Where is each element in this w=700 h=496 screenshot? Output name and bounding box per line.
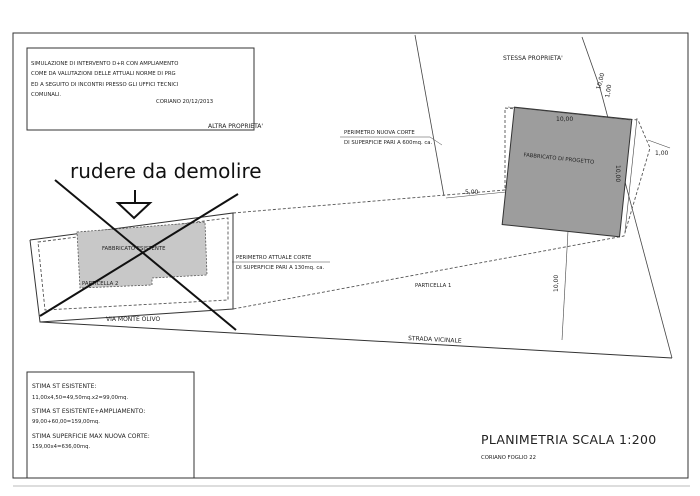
dim-10-top: 10,00 <box>556 116 573 123</box>
parcel-strip <box>29 212 234 323</box>
dim-line-5 <box>445 191 507 199</box>
label-particella-2: PARTICELLA 2 <box>82 281 118 287</box>
boundary-diagonal <box>414 34 445 197</box>
dim-10-right: 10,00 <box>614 165 621 182</box>
note-new-perimeter-1: PERIMETRO NUOVA CORTE <box>344 130 415 136</box>
label-stessa-proprieta: STESSA PROPRIETA' <box>503 55 563 62</box>
label-particella-1: PARTICELLA 1 <box>415 283 451 289</box>
estimates-box <box>26 371 195 479</box>
dim-line-10-vertical <box>561 230 569 341</box>
handwritten-note: rudere da demolire <box>70 159 262 183</box>
label-via-monte-olivo: VIA MONTE OLIVO <box>106 316 160 323</box>
cross-out-line-2 <box>39 193 239 317</box>
leader-new-perimeter-tip <box>429 136 443 146</box>
estimate-1-title: STIMA ST ESISTENTE: <box>32 383 96 390</box>
project-building <box>501 106 633 238</box>
header-note-line-1: SIMULAZIONE DI INTERVENTO D+R CON AMPLIA… <box>31 61 178 67</box>
dim-10-corner: 10,00 <box>595 72 606 91</box>
note-existing-perimeter-1: PERIMETRO ATTUALE CORTE <box>236 255 312 261</box>
header-note-line-2: COME DA VALUTAZIONI DELLE ATTUALI NORME … <box>31 71 176 77</box>
estimate-3-title: STIMA SUPERFICIE MAX NUOVA CORTE: <box>32 433 150 440</box>
dim-line-top <box>507 106 631 121</box>
handwritten-arrow-head <box>115 202 153 220</box>
header-note-box <box>26 47 255 131</box>
sheet-border <box>12 32 689 479</box>
road-edge <box>39 321 673 359</box>
label-altra-proprieta: ALTRA PROPRIETA' <box>208 123 263 130</box>
label-existing-building: FABBRICATO ESISTENTE <box>102 246 166 252</box>
existing-building <box>76 221 208 289</box>
cross-out-line-1 <box>54 179 237 331</box>
label-strada-vicinale: STRADA VICINALE <box>408 335 462 345</box>
dim-line-1-right <box>647 139 671 149</box>
dim-1-right: 1,00 <box>655 150 669 157</box>
header-note-line-4: COMUNALI. <box>31 92 61 98</box>
plan-title: PLANIMETRIA SCALA 1:200 <box>481 432 657 447</box>
estimate-2-title: STIMA ST ESISTENTE+AMPLIAMENTO: <box>32 408 145 415</box>
dim-10-vertical: 10,00 <box>553 275 560 292</box>
plan-subtitle: CORIANO FOGLIO 22 <box>481 455 536 461</box>
dim-1-top: 1,00 <box>604 84 613 99</box>
estimate-1-calc: 11,00x4,50=49,50mq.x2=99,00mq. <box>32 395 129 401</box>
dim-line-right <box>624 117 638 233</box>
dim-5: 5,00 <box>465 189 479 196</box>
header-note-date: CORIANO 20/12/2013 <box>156 99 213 105</box>
note-new-perimeter-2: DI SUPERFICIE PARI A 600mq. ca. <box>344 140 433 146</box>
note-existing-perimeter-2: DI SUPERFICIE PARI A 130mq. ca. <box>236 265 325 271</box>
estimate-3-calc: 159,00x4=636,00mq. <box>32 444 91 450</box>
header-note-line-3: ED A SEGUITO DI INCONTRI PRESSO GLI UFFI… <box>31 82 179 88</box>
boundary-upper-right <box>581 36 601 89</box>
new-courtyard-perimeter <box>232 107 651 310</box>
estimate-2-calc: 99,00+60,00=159,00mq. <box>32 419 100 425</box>
